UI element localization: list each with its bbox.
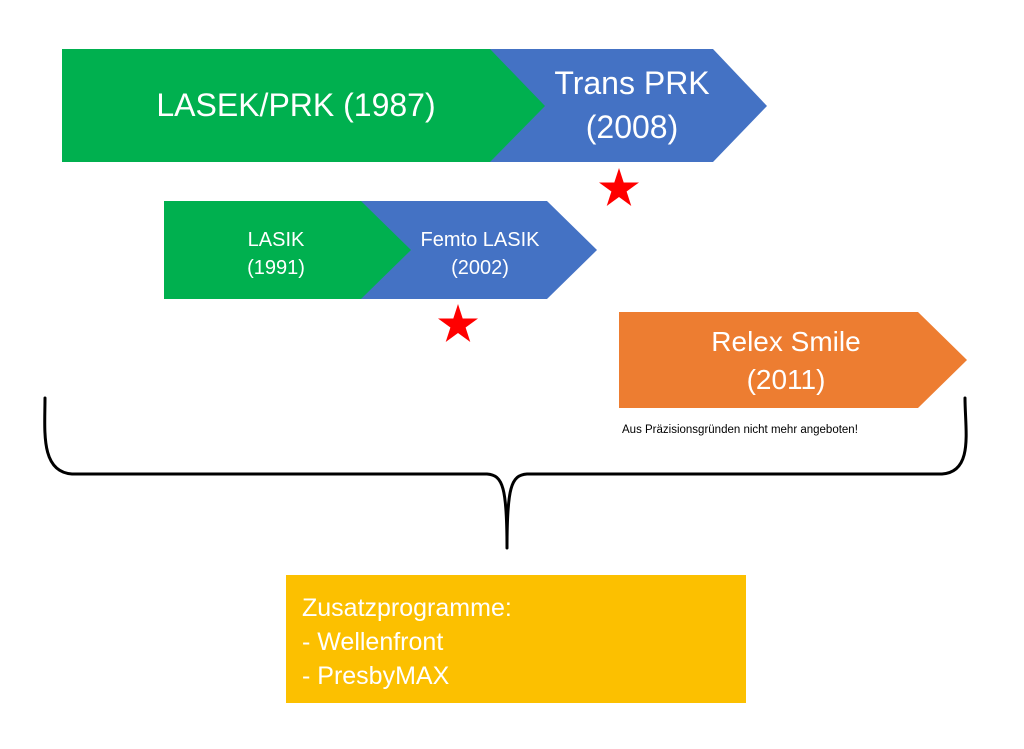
lasek-prk-label: LASEK/PRK (1987) xyxy=(156,87,435,123)
lasik-arrow xyxy=(164,201,411,299)
trans-prk-label-line1: Trans PRK xyxy=(554,65,709,101)
red-star-icon xyxy=(438,304,478,342)
lasik-label-line1: LASIK xyxy=(248,229,305,251)
red-star-icon xyxy=(599,168,639,206)
trans-prk-label-line2: (2008) xyxy=(586,109,679,145)
relex-smile-label-line2: (2011) xyxy=(747,364,826,395)
zusatzprogramme-heading: Zusatzprogramme: xyxy=(302,594,512,622)
zusatzprogramme-item-presbymax: - PresbyMAX xyxy=(302,662,450,690)
relex-smile-note: Aus Präzisionsgründen nicht mehr angebot… xyxy=(622,424,858,436)
trans-prk-arrow xyxy=(490,49,767,162)
relex-smile-label-line1: Relex Smile xyxy=(711,326,860,357)
zusatzprogramme-box: Zusatzprogramme: - Wellenfront - PresbyM… xyxy=(286,575,746,703)
femto-lasik-arrow xyxy=(361,201,597,299)
femto-lasik-label-line1: Femto LASIK xyxy=(421,229,541,251)
curly-brace xyxy=(43,396,968,550)
lasik-label-line2: (1991) xyxy=(247,257,305,279)
lasek-prk-arrow xyxy=(62,49,545,162)
relex-smile-arrow xyxy=(619,312,967,408)
zusatzprogramme-item-wellenfront: - Wellenfront xyxy=(302,628,444,656)
femto-lasik-label-line2: (2002) xyxy=(451,257,509,279)
